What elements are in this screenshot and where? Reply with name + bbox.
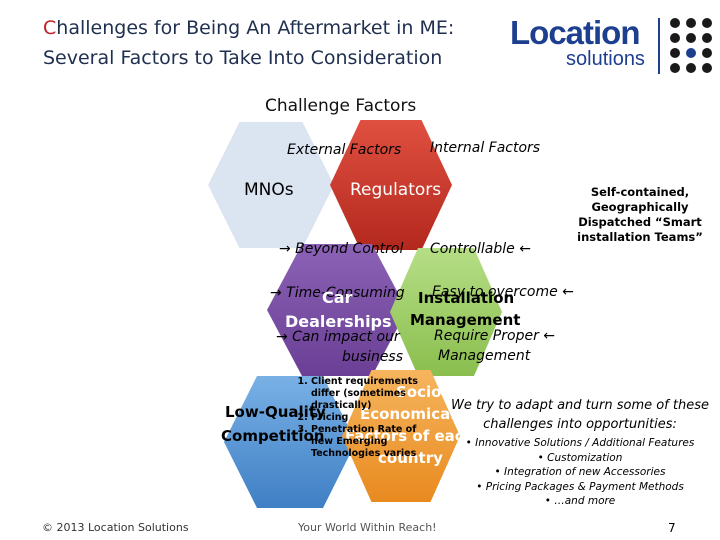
external-factors-label: External Factors xyxy=(287,142,402,158)
controllable-label: Controllable ← xyxy=(430,241,531,257)
list-item: • Pricing Packages & Payment Methods xyxy=(476,480,684,493)
mnos-label: MNOs xyxy=(244,180,294,200)
beyond-control-label: → Beyond Control xyxy=(279,241,404,257)
list-item: • Innovative Solutions / Additional Feat… xyxy=(465,437,695,449)
business-label: business xyxy=(342,349,404,365)
list-item: • …and more xyxy=(544,495,616,507)
factors-of-each-label: Factors of each xyxy=(345,427,475,445)
page-number: 7 xyxy=(668,521,676,535)
internal-factors-label: Internal Factors xyxy=(430,140,541,156)
time-consuming-label: → Time-Consuming xyxy=(270,285,405,301)
competition-label: Competition xyxy=(221,427,325,445)
slide-title-line-2: Several Factors to Take Into Considerati… xyxy=(43,47,443,69)
management-requirement-label: Management xyxy=(438,348,531,364)
list-item: • Customization xyxy=(537,451,623,464)
require-proper-label: Require Proper ← xyxy=(434,328,556,344)
opportunities-title: We try to adapt and turn some of these c… xyxy=(450,398,710,432)
low-quality-label: Low-Quality xyxy=(225,403,326,421)
logo-divider xyxy=(658,18,660,74)
regulators-label: Regulators xyxy=(350,180,442,200)
company-logo: Location solutions xyxy=(510,14,712,76)
installation-label: Installation xyxy=(418,289,515,307)
economical-label: Economical xyxy=(360,405,456,423)
easy-to-overcome-label: Easy to overcome ← xyxy=(432,284,574,300)
country-label: country xyxy=(378,449,443,467)
management-label: Management xyxy=(410,311,521,329)
list-item: Penetration Rate of new Emerging Technol… xyxy=(311,424,432,460)
diagram-heading: Challenge Factors xyxy=(265,96,417,116)
car-dealerships-hexagon xyxy=(267,244,407,376)
logo-word-location: Location xyxy=(510,14,640,51)
smart-installation-note: Self-contained, Geographically Dispatche… xyxy=(577,185,703,244)
slide-title-line-1: Challenges for Being An Aftermarket in M… xyxy=(43,17,455,39)
list-item: Pricing xyxy=(311,412,432,424)
socio-label: Socio- xyxy=(396,383,448,401)
low-quality-competition-hexagon xyxy=(224,376,356,508)
dealerships-label: Dealerships xyxy=(285,312,392,331)
list-item: • Integration of new Accessories xyxy=(494,466,666,478)
mnos-hexagon xyxy=(208,122,334,248)
can-impact-label: → Can impact our xyxy=(276,329,400,345)
footer-tagline: Your World Within Reach! xyxy=(298,521,437,534)
numbered-factor-list: Client requirements differ (sometimes dr… xyxy=(297,376,432,460)
car-label: Car xyxy=(322,288,353,307)
regulators-hexagon xyxy=(330,120,452,250)
opportunities-list: • Innovative Solutions / Additional Feat… xyxy=(440,436,720,509)
list-item: Client requirements differ (sometimes dr… xyxy=(311,376,432,412)
footer-copyright: © 2013 Location Solutions xyxy=(42,521,189,534)
logo-word-solutions: solutions xyxy=(566,48,645,70)
